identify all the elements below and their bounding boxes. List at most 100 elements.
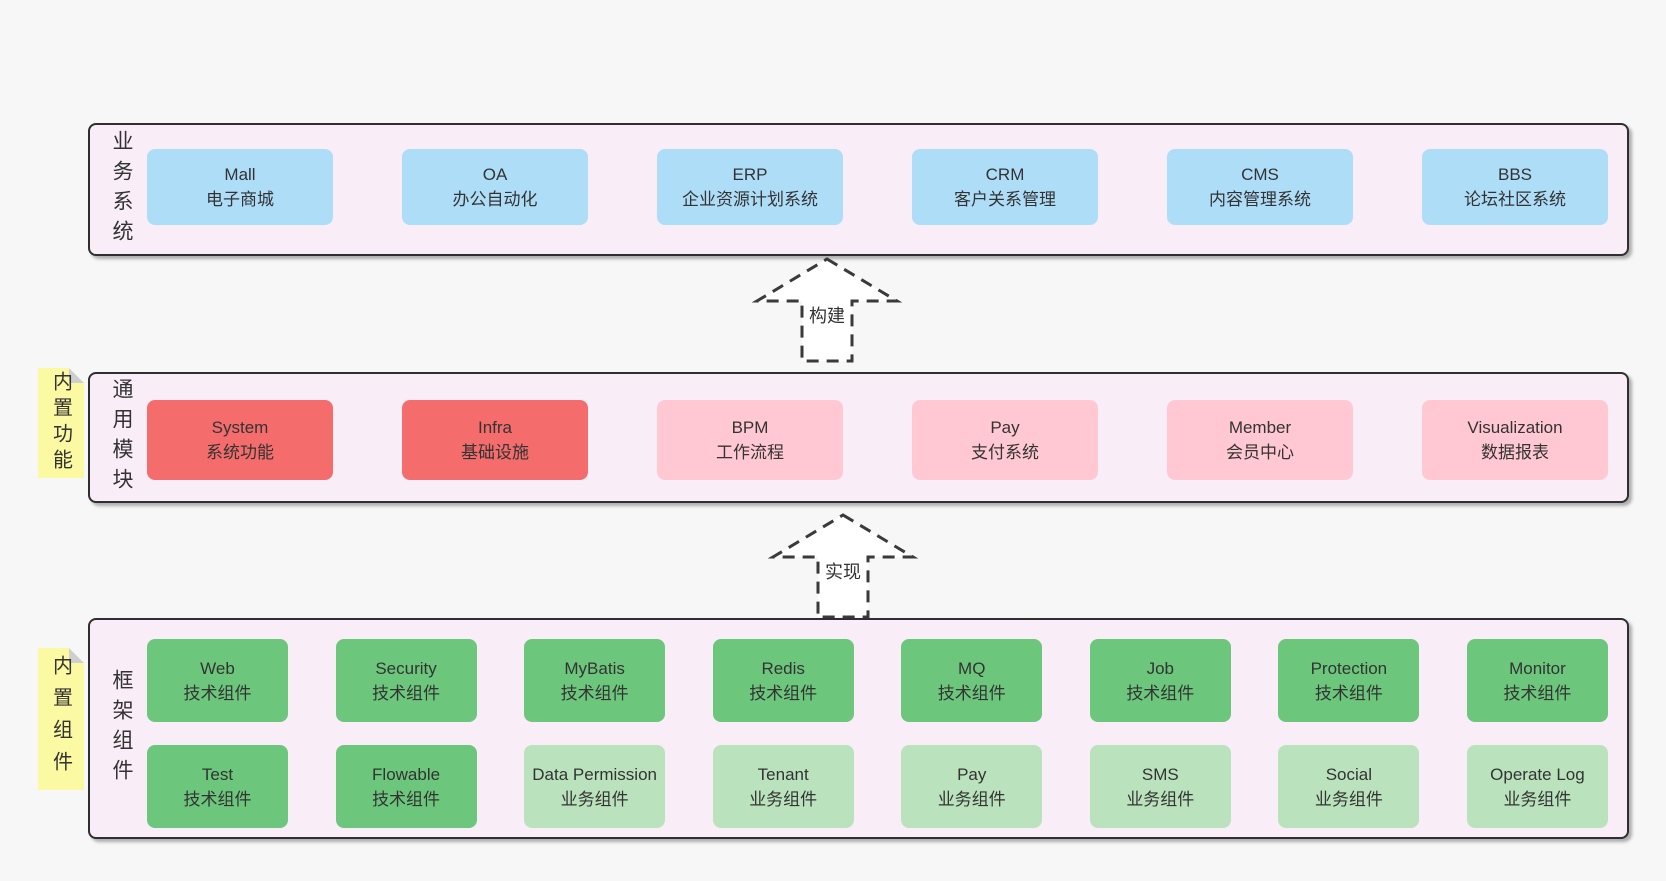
box-infra: Infra 基础设施 [402,400,588,480]
box-mq: MQ 技术组件 [901,639,1043,722]
box-subtitle: 技术组件 [937,683,1006,703]
implement-arrow: 实现 [767,512,919,620]
box-security: Security 技术组件 [335,639,477,722]
box-title: Social [1325,764,1373,784]
box-title: Mall [224,165,256,184]
build-arrow: 构建 [751,256,903,364]
layer-label-components: 框架组件 [110,668,133,789]
box-web: Web 技术组件 [147,639,288,722]
box-subtitle: 技术组件 [1126,683,1195,703]
box-mall: Mall 电子商城 [147,149,333,225]
box-social: Social 业务组件 [1278,745,1420,828]
box-title: Redis [761,658,805,678]
box-title: Data Permission [532,764,657,784]
box-title: CMS [1241,165,1279,184]
box-title: Job [1146,658,1175,678]
box-subtitle: 数据报表 [1481,443,1549,462]
modules-box-row: System 系统功能 Infra 基础设施 BPM 工作流程 Pay 支付系统… [147,400,1608,480]
box-title: MQ [958,658,986,678]
sticky-label: 内置功能 [49,371,72,475]
box-subtitle: 技术组件 [560,683,629,703]
box-title: Monitor [1509,658,1566,678]
folded-corner-icon [69,368,84,383]
box-title: Security [375,658,437,678]
sticky-note-built-in-components: 内置组件 [38,648,84,790]
box-title: Pay [957,764,987,784]
box-subtitle: 企业资源计划系统 [682,190,818,209]
layer-common-modules: 通用模块 System 系统功能 Infra 基础设施 BPM 工作流程 Pay… [88,372,1629,503]
layer-label-business: 业务系统 [110,129,133,250]
layer-framework-components: 框架组件 Web 技术组件 Security 技术组件 MyBatis 技术组件… [88,618,1629,839]
box-title: Operate Log [1490,764,1585,784]
box-subtitle: 技术组件 [183,789,252,809]
box-title: Web [200,658,235,678]
box-visualization: Visualization 数据报表 [1422,400,1608,480]
box-title: Visualization [1467,418,1563,437]
sticky-note-built-in-features: 内置功能 [38,368,84,478]
box-subtitle: 技术组件 [183,683,252,703]
dashed-up-arrow-icon: 构建 [751,257,903,363]
box-system: System 系统功能 [147,400,333,480]
box-title: BPM [731,418,769,437]
box-job: Job 技术组件 [1089,639,1231,722]
box-title: Protection [1310,658,1388,678]
box-oa: OA 办公自动化 [402,149,588,225]
box-subtitle: 技术组件 [749,683,818,703]
components-box-row-1: Web 技术组件 Security 技术组件 MyBatis 技术组件 Redi… [147,639,1608,722]
box-mybatis: MyBatis 技术组件 [524,639,666,722]
box-title: Test [201,764,234,784]
box-title: SMS [1141,764,1179,784]
box-title: Flowable [372,764,441,784]
box-subtitle: 技术组件 [1503,683,1572,703]
folded-corner-icon [69,648,84,663]
box-title: OA [482,165,508,184]
box-title: Tenant [757,764,809,784]
box-operate-log: Operate Log 业务组件 [1466,745,1608,828]
box-subtitle: 系统功能 [206,443,274,462]
box-title: Pay [990,418,1020,437]
box-data-permission: Data Permission 业务组件 [524,745,666,828]
box-subtitle: 技术组件 [372,683,441,703]
box-crm: CRM 客户关系管理 [912,149,1098,225]
arrow-label: 实现 [825,562,861,582]
box-tenant: Tenant 业务组件 [712,745,854,828]
business-box-row: Mall 电子商城 OA 办公自动化 ERP 企业资源计划系统 CRM 客户关系… [147,149,1608,225]
box-pay-module: Pay 支付系统 [912,400,1098,480]
box-sms: SMS 业务组件 [1089,745,1231,828]
box-subtitle: 内容管理系统 [1209,190,1311,209]
box-title: Member [1228,418,1292,437]
box-subtitle: 支付系统 [971,443,1039,462]
box-subtitle: 业务组件 [749,789,818,809]
box-test: Test 技术组件 [147,745,288,828]
components-box-row-2: Test 技术组件 Flowable 技术组件 Data Permission … [147,745,1608,828]
sticky-label: 内置组件 [49,655,72,783]
box-flowable: Flowable 技术组件 [335,745,477,828]
box-erp: ERP 企业资源计划系统 [657,149,843,225]
box-subtitle: 业务组件 [560,789,629,809]
box-bbs: BBS 论坛社区系统 [1422,149,1608,225]
box-subtitle: 基础设施 [461,443,529,462]
layer-label-modules: 通用模块 [110,377,133,498]
box-protection: Protection 技术组件 [1278,639,1420,722]
box-cms: CMS 内容管理系统 [1167,149,1353,225]
box-subtitle: 论坛社区系统 [1464,190,1566,209]
box-subtitle: 客户关系管理 [954,190,1056,209]
box-member: Member 会员中心 [1167,400,1353,480]
box-subtitle: 业务组件 [937,789,1006,809]
arrow-label: 构建 [809,306,845,326]
box-bpm: BPM 工作流程 [657,400,843,480]
box-title: ERP [732,165,768,184]
box-title: CRM [985,165,1025,184]
box-subtitle: 会员中心 [1226,443,1294,462]
box-subtitle: 办公自动化 [452,190,538,209]
box-monitor: Monitor 技术组件 [1466,639,1608,722]
dashed-up-arrow-icon: 实现 [767,513,919,619]
box-subtitle: 业务组件 [1314,789,1383,809]
box-subtitle: 技术组件 [1314,683,1383,703]
box-subtitle: 电子商城 [206,190,274,209]
box-subtitle: 工作流程 [716,443,784,462]
box-redis: Redis 技术组件 [712,639,854,722]
box-subtitle: 技术组件 [372,789,441,809]
box-subtitle: 业务组件 [1126,789,1195,809]
box-pay-component: Pay 业务组件 [901,745,1043,828]
